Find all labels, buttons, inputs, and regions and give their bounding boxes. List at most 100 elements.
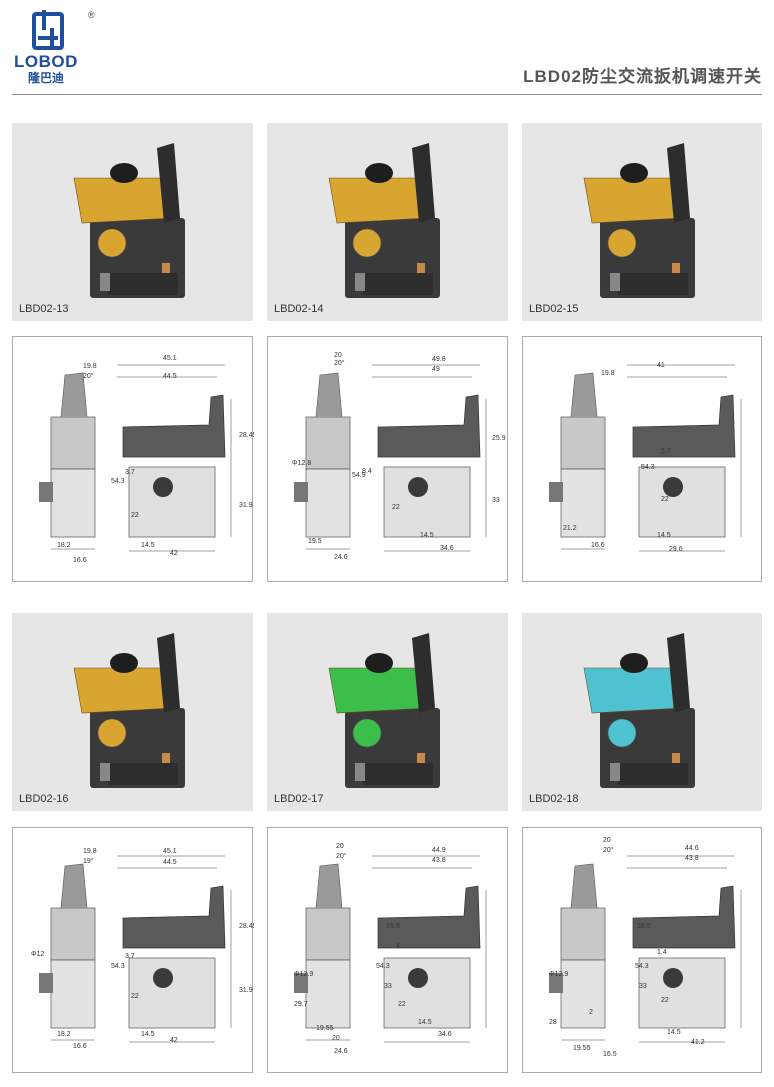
dimension-label: 14.5 [418, 1019, 432, 1026]
dimension-label: 24.6 [334, 554, 348, 561]
brand-cn-name: 隆巴迪 [28, 71, 65, 85]
dimension-label: 31.9 [239, 987, 253, 994]
front-view [377, 394, 481, 538]
switch-illustration [583, 633, 695, 788]
dimension-label: 41.2 [691, 1039, 705, 1046]
dimension-label: 14.5 [667, 1029, 681, 1036]
dimension-label: 14.5 [141, 1031, 155, 1038]
dimension-label: 22 [661, 997, 669, 1004]
dimension-label: 19.8 [83, 363, 97, 370]
dimension-label: 16.5 [386, 923, 400, 930]
dimension-label: 19.55 [316, 1025, 334, 1032]
product-photo-2: LBD02-14 [267, 123, 508, 321]
dimension-label: 20 [336, 843, 344, 850]
dimension-label: 19° [83, 857, 94, 865]
dimension-label: Φ12.9 [549, 971, 568, 978]
dimension-label: 18.2 [57, 542, 71, 549]
product-photo-6: LBD02-18 [522, 613, 762, 811]
dimension-label: 42 [170, 1037, 178, 1044]
dimension-label: 16.5 [637, 923, 651, 930]
dimension-label: 43.8 [432, 857, 446, 864]
dimension-label: 25.9 [492, 435, 506, 442]
dimension-label: 45.1 [163, 848, 177, 855]
dimension-label: 42 [170, 550, 178, 557]
dimension-label: 45.1 [163, 355, 177, 362]
header-divider [12, 94, 762, 95]
dimension-label: 19.5 [308, 538, 322, 545]
dimension-label: 28 [549, 1019, 557, 1026]
dimension-label: 54.9 [352, 472, 366, 479]
front-view [122, 885, 226, 1029]
dimension-label: 20 [603, 837, 611, 844]
side-view [294, 863, 351, 1029]
dimension-label: 18.2 [57, 1031, 71, 1038]
dimension-label: 19.55 [573, 1045, 591, 1052]
dimension-label: 44.9 [432, 847, 446, 854]
dimension-label: 49.8 [432, 356, 446, 363]
dimension-label: 5.7 [661, 448, 671, 455]
dimension-label: 22 [661, 496, 669, 503]
front-view [122, 394, 226, 538]
dimension-label: 24.6 [334, 1048, 348, 1055]
product-model-label: LBD02-13 [19, 303, 69, 315]
product-model-label: LBD02-15 [529, 303, 579, 315]
dimension-label: 29.7 [294, 1001, 308, 1008]
dimension-label: 22 [131, 512, 139, 519]
dimension-label: Φ12.9 [294, 971, 313, 978]
dimension-label: 49 [432, 366, 440, 373]
dimension-label: 54.3 [111, 963, 125, 970]
side-view [549, 863, 606, 1029]
switch-illustration [328, 143, 440, 298]
dimension-label: 4 [396, 943, 400, 950]
front-view [377, 885, 481, 1029]
dimension-label: 16.6 [73, 557, 87, 564]
side-view [39, 372, 96, 538]
product-photo-1: LBD02-13 [12, 123, 253, 321]
product-model-label: LBD02-16 [19, 793, 69, 805]
dimension-label: 21.2 [563, 525, 577, 532]
product-model-label: LBD02-17 [274, 793, 324, 805]
dimension-label: 19.8 [83, 848, 97, 855]
dimension-label: 28.45 [239, 432, 254, 439]
dimension-label: 3.7 [125, 469, 135, 476]
dimension-label: 33 [639, 983, 647, 990]
dimension-label: 44.6 [685, 845, 699, 852]
switch-illustration [73, 143, 185, 298]
dimension-label: 20° [334, 359, 345, 367]
dimension-label: Φ12.8 [292, 460, 311, 467]
dimension-label: 22 [392, 504, 400, 511]
dimension-label: 20° [336, 852, 347, 860]
dimension-label: 14.5 [141, 542, 155, 549]
dimension-label: 20 [334, 352, 342, 359]
dimension-label: 54.3 [641, 464, 655, 471]
dimension-drawing-4: 19.819°45.144.528.45Φ123.754.331.92218.2… [12, 827, 254, 1073]
dimension-label: 34.6 [440, 545, 454, 552]
product-model-label: LBD02-14 [274, 303, 324, 315]
dimension-label: 16.5 [603, 1051, 617, 1058]
front-view [632, 885, 736, 1029]
dimension-label: 20 [332, 1035, 340, 1042]
switch-illustration [583, 143, 695, 298]
dimension-label: 54.3 [111, 478, 125, 485]
front-view [632, 394, 736, 538]
dimension-label: 22 [398, 1001, 406, 1008]
product-photo-4: LBD02-16 [12, 613, 253, 811]
dimension-label: 43.8 [685, 855, 699, 862]
dimension-label: 44.5 [163, 859, 177, 866]
brand-name: LOBOD [14, 52, 78, 71]
side-view [549, 372, 606, 538]
dimension-label: 20° [603, 846, 614, 854]
dimension-label: 1.4 [657, 949, 667, 956]
dimension-label: 20° [83, 372, 94, 380]
product-photo-5: LBD02-17 [267, 613, 508, 811]
dimension-label: 31.9 [239, 502, 253, 509]
dimension-label: 22 [131, 993, 139, 1000]
dimension-label: 44.5 [163, 373, 177, 380]
dimension-label: 28.45 [239, 923, 254, 930]
dimension-label: 54.3 [376, 963, 390, 970]
dimension-label: 3.7 [125, 953, 135, 960]
dimension-label: 14.5 [420, 532, 434, 539]
dimension-label: 33 [492, 497, 500, 504]
